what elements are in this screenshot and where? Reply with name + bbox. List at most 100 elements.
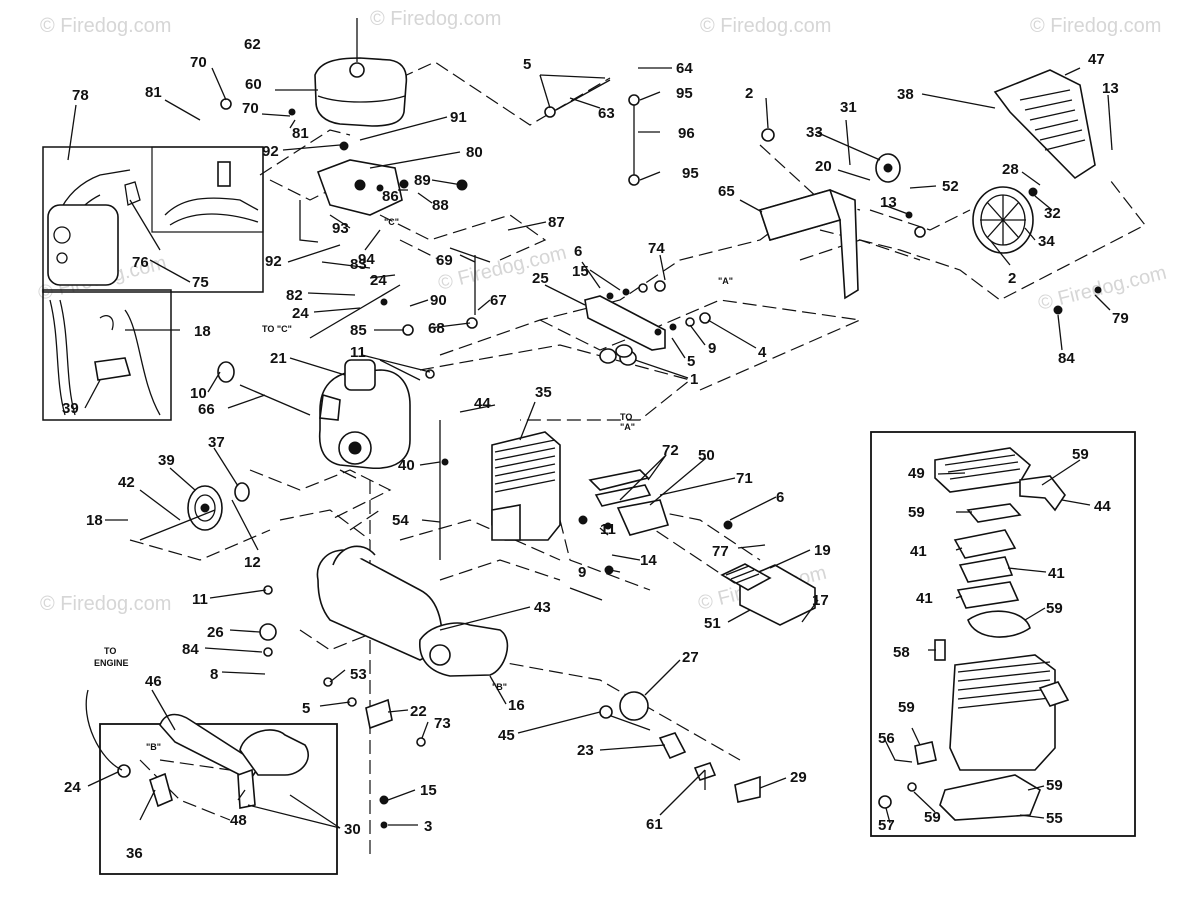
insets xyxy=(42,146,1136,875)
callout: 22 xyxy=(410,703,427,720)
tank-detail-sketch xyxy=(85,689,309,809)
callout: 9 xyxy=(708,340,716,357)
mounting-plate xyxy=(584,295,666,366)
callout: 25 xyxy=(532,270,549,287)
callout: 89 xyxy=(414,172,431,189)
pump-detail-inset xyxy=(870,431,1136,837)
callout: 58 xyxy=(893,644,910,661)
callout: 32 xyxy=(1044,205,1061,222)
callout: 9 xyxy=(578,564,586,581)
callout: 65 xyxy=(718,183,735,200)
gauge-assembly xyxy=(599,691,761,803)
rods xyxy=(217,79,635,560)
callout: 46 xyxy=(145,673,162,690)
callout: 61 xyxy=(646,816,663,833)
callout: 70 xyxy=(242,100,259,117)
callout: 59 xyxy=(1046,777,1063,794)
callout: 21 xyxy=(270,350,287,367)
tank-bracket xyxy=(299,159,403,243)
callout: 81 xyxy=(292,125,309,142)
callout: 84 xyxy=(1058,350,1075,367)
callout: 59 xyxy=(924,809,941,826)
callout: 96 xyxy=(678,125,695,142)
callout: 57 xyxy=(878,817,895,834)
callout: 23 xyxy=(577,742,594,759)
engine xyxy=(318,359,411,469)
callout: 26 xyxy=(207,624,224,641)
callout: 54 xyxy=(392,512,409,529)
note-b: "B" xyxy=(146,742,161,752)
callout: 91 xyxy=(450,109,467,126)
note-to-b: "B" xyxy=(492,682,507,692)
callout: 18 xyxy=(194,323,211,340)
callout: 49 xyxy=(908,465,925,482)
callout: 64 xyxy=(676,60,693,77)
callout: 11 xyxy=(192,591,208,608)
callout: 88 xyxy=(432,197,449,214)
callout: 24 xyxy=(370,272,387,289)
pulley xyxy=(139,482,250,541)
leader-lines xyxy=(67,67,1113,829)
callout: 6 xyxy=(574,243,582,260)
callout: 16 xyxy=(508,697,525,714)
callout: 94 xyxy=(358,251,375,268)
callout: 28 xyxy=(1002,161,1019,178)
callout: 59 xyxy=(1046,600,1063,617)
fuel-tank xyxy=(314,18,408,127)
callout: 63 xyxy=(598,105,615,122)
callout: 95 xyxy=(676,85,693,102)
callout: 77 xyxy=(712,543,729,560)
engine-sketch xyxy=(47,161,259,286)
callout: 13 xyxy=(880,194,897,211)
callout: 8 xyxy=(210,666,218,683)
callout: 87 xyxy=(548,214,565,231)
callout: 39 xyxy=(158,452,175,469)
shroud xyxy=(993,69,1096,180)
callout: 62 xyxy=(244,36,261,53)
callout: 2 xyxy=(745,85,753,102)
callout: 37 xyxy=(208,434,225,451)
callout: 76 xyxy=(132,254,149,271)
callout: 43 xyxy=(534,599,551,616)
callout: 35 xyxy=(535,384,552,401)
callout: 41 xyxy=(910,543,927,560)
callouts: 62 70 81 60 70 81 5 64 63 95 96 95 78 92… xyxy=(62,36,1129,862)
watermark: © Firedog.com xyxy=(370,8,501,30)
callout: 66 xyxy=(198,401,215,418)
callout: 72 xyxy=(662,442,679,459)
callout: 44 xyxy=(1094,498,1111,515)
callout: 74 xyxy=(648,240,665,257)
callout: 18 xyxy=(86,512,103,529)
callout: 10 xyxy=(190,385,207,402)
callout: 14 xyxy=(640,552,657,569)
notes: TO "C" "C" "A" TO "A" "B" "B" TO ENGINE xyxy=(94,217,733,752)
fan-wheel xyxy=(875,153,1034,254)
callout: 4 xyxy=(758,344,767,361)
belt-guard xyxy=(758,189,859,300)
callout: 12 xyxy=(244,554,261,571)
callout: 56 xyxy=(878,730,895,747)
pulley-sketch xyxy=(49,299,161,416)
callout: 2 xyxy=(1008,270,1016,287)
callout: 6 xyxy=(776,489,784,506)
watermark: © Firedog.com xyxy=(40,15,171,37)
callout: 90 xyxy=(430,292,447,309)
callout: 39 xyxy=(62,400,79,417)
callout: 59 xyxy=(898,699,915,716)
callout: 82 xyxy=(286,287,303,304)
callout: 71 xyxy=(736,470,753,487)
valve-plates xyxy=(588,469,670,536)
callout: 60 xyxy=(245,76,262,93)
air-tank xyxy=(316,545,509,677)
callout: 11 xyxy=(350,344,366,361)
callout: 42 xyxy=(118,474,135,491)
callout: 40 xyxy=(398,457,415,474)
callout: 59 xyxy=(1072,446,1089,463)
callout: 45 xyxy=(498,727,515,744)
callout: 5 xyxy=(687,353,695,370)
note-to-engine: TO xyxy=(104,646,116,656)
callout: 83 xyxy=(350,256,367,273)
callout: 5 xyxy=(523,56,531,73)
watermark: © Firedog.com xyxy=(40,593,171,615)
